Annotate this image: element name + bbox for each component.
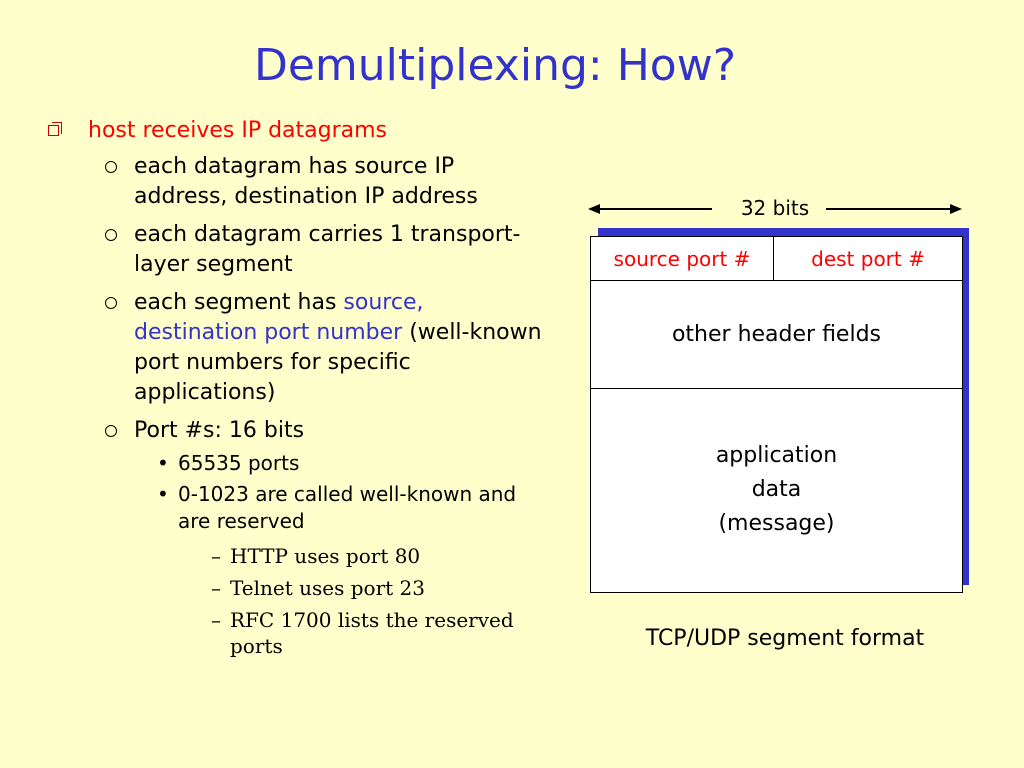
segment-box: source port # dest port # other header f… bbox=[590, 236, 963, 593]
bullet-sub-2-text: each datagram carries 1 transport-layer … bbox=[134, 222, 521, 277]
application-data-cell: application data (message) bbox=[591, 389, 962, 591]
app-data-line-2: data bbox=[751, 477, 802, 502]
circle-bullet-icon bbox=[105, 161, 117, 173]
bullet-sub-3-pre: each segment has bbox=[134, 290, 344, 315]
slide-title: Demultiplexing: How? bbox=[253, 40, 737, 91]
bullet-l4-2: – Telnet uses port 23 bbox=[48, 575, 548, 601]
app-data-line-1: application bbox=[715, 443, 838, 468]
dot-bullet-icon: • bbox=[157, 451, 169, 475]
bullet-l3-1: • 65535 ports bbox=[48, 450, 548, 477]
width-arrow: 32 bits bbox=[588, 196, 964, 222]
bullet-l3-2: • 0-1023 are called well-known and are r… bbox=[48, 481, 548, 535]
segment-format-diagram: 32 bits source port # dest port # other … bbox=[588, 196, 969, 596]
bullet-l3-1-text: 65535 ports bbox=[178, 451, 300, 475]
bullet-l4-2-text: Telnet uses port 23 bbox=[230, 576, 425, 600]
bullet-sub-2: each datagram carries 1 transport-layer … bbox=[48, 220, 548, 280]
dash-bullet-icon: – bbox=[211, 576, 221, 600]
port-row: source port # dest port # bbox=[591, 237, 962, 281]
double-arrow-icon bbox=[588, 204, 962, 214]
bullet-sub-1-text: each datagram has source IP address, des… bbox=[134, 154, 478, 209]
bullet-sub-4-text: Port #s: 16 bits bbox=[134, 418, 305, 443]
bullet-sub-1: each datagram has source IP address, des… bbox=[48, 152, 548, 212]
bullet-sub-3-post: (well-known port numbers for specific ap… bbox=[134, 320, 542, 405]
app-data-line-3: (message) bbox=[718, 511, 835, 536]
bullet-main-text: host receives IP datagrams bbox=[88, 118, 388, 143]
circle-bullet-icon bbox=[105, 229, 117, 241]
dest-port-cell: dest port # bbox=[811, 246, 925, 271]
bullet-sub-3-highlight: source, destination port number bbox=[134, 290, 424, 345]
bullet-list: host receives IP datagrams each datagram… bbox=[48, 116, 548, 665]
dash-bullet-icon: – bbox=[211, 544, 221, 568]
dash-bullet-icon: – bbox=[211, 608, 221, 632]
checkbox-bullet-icon bbox=[48, 122, 62, 136]
bullet-l4-1: – HTTP uses port 80 bbox=[48, 543, 548, 569]
bullet-l4-1-text: HTTP uses port 80 bbox=[230, 544, 421, 568]
source-port-cell: source port # bbox=[591, 237, 774, 280]
bullet-l4-3-text: RFC 1700 lists the reserved ports bbox=[230, 608, 514, 658]
circle-bullet-icon bbox=[105, 297, 117, 309]
bullet-l3-2-text: 0-1023 are called well-known and are res… bbox=[178, 482, 517, 533]
bullet-sub-4: Port #s: 16 bits bbox=[48, 416, 548, 446]
other-header-fields-cell: other header fields bbox=[591, 281, 962, 389]
diagram-caption: TCP/UDP segment format bbox=[645, 626, 925, 651]
bullet-sub-3: each segment has source, destination por… bbox=[48, 288, 548, 408]
circle-bullet-icon bbox=[105, 425, 117, 437]
bullet-l4-3: – RFC 1700 lists the reserved ports bbox=[48, 607, 548, 659]
bullet-main: host receives IP datagrams bbox=[48, 116, 548, 146]
dot-bullet-icon: • bbox=[157, 482, 169, 506]
width-label: 32 bits bbox=[740, 196, 810, 220]
